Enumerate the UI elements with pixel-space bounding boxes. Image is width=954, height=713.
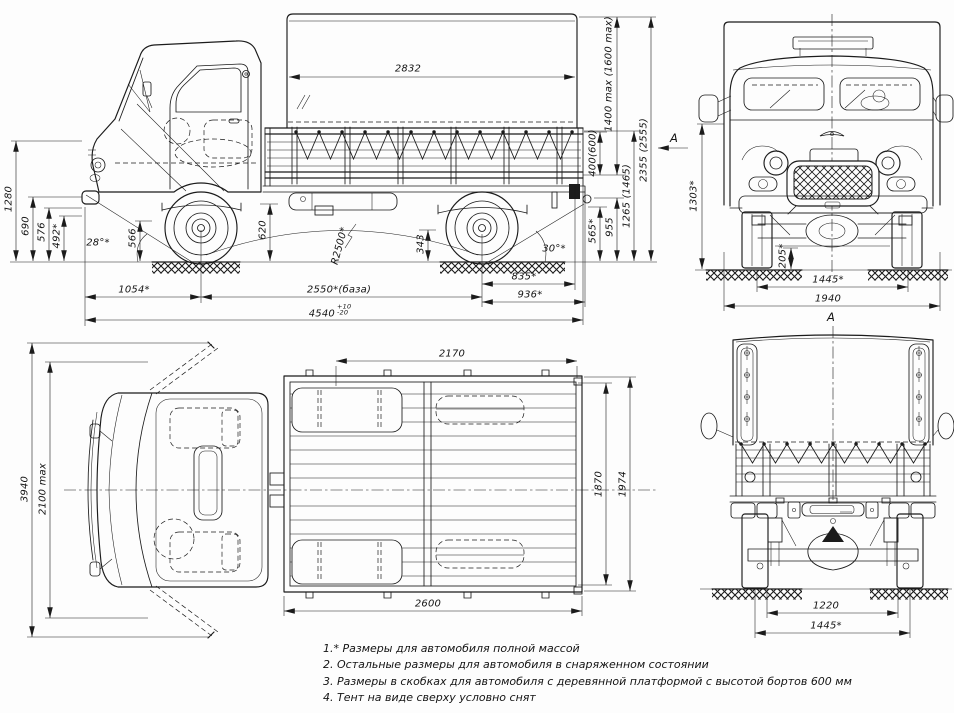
- front-axle: [751, 214, 913, 248]
- dim-height-565: 565*: [587, 218, 599, 244]
- dim-width-doors-open: 3940: [19, 475, 31, 503]
- rear-tent: [732, 334, 934, 464]
- tent-clamp-icons: [744, 346, 922, 426]
- dim-clearance-620: 620: [257, 220, 269, 240]
- dim-platform-width: 1974: [617, 470, 629, 498]
- rear-wheels: [741, 513, 924, 589]
- side-view-truck: [10, 13, 657, 274]
- side-view-dimensions: [11, 16, 688, 326]
- dim-height-690: 690: [20, 216, 32, 236]
- top-platform: [283, 369, 583, 599]
- dim-approach-angle: 28°*: [86, 237, 110, 249]
- note-line-4: 4. Тент на виде сверху условно снят: [323, 690, 536, 704]
- dim-height-1265: 1265 (1465): [621, 163, 633, 229]
- dim-overall-length: 4540+10-20: [308, 302, 352, 320]
- side-cab: [81, 40, 262, 205]
- dim-platform-inner-width: 1870: [593, 470, 605, 498]
- rear-axle: [747, 517, 919, 571]
- top-view-dimensions: [27, 342, 636, 638]
- view-a-arrow-label: A: [669, 131, 679, 145]
- rear-view-title: A: [826, 310, 836, 324]
- rear-view-truck: [700, 326, 954, 600]
- rear-frame: [730, 501, 936, 519]
- dim-wheelbase: 2550*(база): [306, 284, 372, 296]
- side-platform: [264, 13, 584, 187]
- front-view-truck: [695, 14, 954, 281]
- note-line-1: 1.* Размеры для автомобиля полной массой: [323, 642, 580, 655]
- drawing-notes: 1.* Размеры для автомобиля полной массой…: [323, 641, 852, 706]
- dim-front-overhang: 1054*: [118, 284, 150, 296]
- dim-front-track-1445: 1445*: [812, 274, 844, 286]
- dim-height-492: 492*: [51, 223, 63, 249]
- rear-board: [729, 443, 937, 504]
- note-line-2: 2. Остальные размеры для автомобиля в сн…: [323, 658, 709, 672]
- front-wheels: [741, 211, 923, 269]
- dim-overall-height: 2355 (2555): [638, 117, 650, 183]
- dim-height-576: 576: [36, 222, 48, 242]
- tolerance-plus: +10: [336, 302, 352, 311]
- dim-clearance-343: 343: [415, 234, 427, 254]
- dim-rear-835: 835*: [511, 271, 537, 283]
- overall-length-value: 4540: [308, 308, 335, 320]
- dim-platform-length: 2832: [394, 63, 422, 75]
- front-cab: [729, 55, 934, 215]
- dim-height-1280: 1280: [3, 185, 15, 213]
- dim-board-height: 400(600): [587, 129, 599, 177]
- dim-clearance-205: 205*: [777, 243, 789, 269]
- dim-rear-936: 936*: [517, 289, 543, 301]
- note-line-3: 3. Размеры в скобках для автомобиля с де…: [323, 674, 852, 688]
- dim-width-mirrors: 2100 max: [37, 462, 49, 516]
- front-mirrors: [698, 94, 954, 123]
- top-cab: [87, 341, 269, 639]
- front-tent: [723, 21, 941, 206]
- dim-departure-angle: 30°*: [542, 243, 566, 255]
- rear-mirrors: [700, 412, 954, 440]
- dim-height-566: 566: [127, 228, 139, 248]
- rear-view-dimensions: [754, 590, 911, 638]
- dim-spring-track: 1220: [812, 600, 840, 612]
- dim-width-1940: 1940: [814, 293, 842, 305]
- dim-height-1303: 1303*: [688, 180, 700, 212]
- dim-platform-length-outer: 2600: [414, 598, 442, 610]
- dim-rear-track-1445: 1445*: [810, 620, 842, 632]
- front-view-dimensions: [697, 123, 941, 311]
- tolerance-minus: -20: [336, 308, 349, 317]
- dim-tent-height: 1400 max (1600 max): [603, 16, 615, 132]
- dim-platform-inner-length: 2170: [438, 348, 466, 360]
- top-view-truck: [64, 341, 658, 639]
- dim-height-955: 955: [604, 217, 616, 237]
- uaz-emblem-icon: [819, 131, 845, 137]
